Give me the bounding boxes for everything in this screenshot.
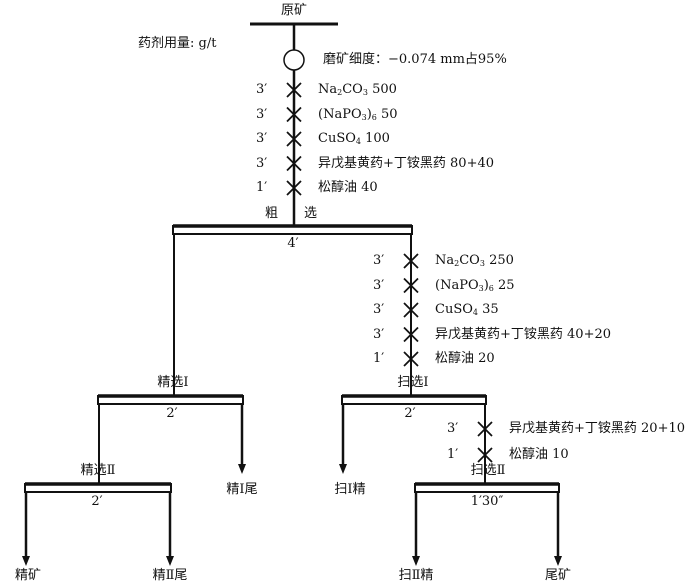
- reagent-time: 3′: [256, 82, 268, 97]
- reagent-dosage: 松醇油 40: [318, 180, 378, 195]
- reagent-addition-cross: [403, 277, 419, 294]
- reagent-time: 3′: [373, 253, 385, 268]
- reagent-time: 3′: [373, 302, 385, 317]
- reagent-dosage: 异戊基黄药+丁铵黑药 80+40: [318, 155, 495, 171]
- reagent-addition-cross: [286, 155, 302, 172]
- reagent-time: 3′: [256, 131, 268, 146]
- reagent-time: 3′: [447, 421, 459, 436]
- reagent-time: 3′: [373, 326, 385, 342]
- cleaner2-tail-label: 精Ⅱ尾: [152, 568, 188, 583]
- reagent-dosage: 异戊基黄药+丁铵黑药 20+10: [509, 421, 686, 436]
- reagent-addition-cross: [477, 447, 493, 463]
- rougher-time: 4′: [287, 236, 299, 251]
- reagent-dosage: CuSO4 35: [435, 302, 499, 317]
- cleaner1-time: 2′: [166, 406, 178, 421]
- concentrate-label: 精矿: [14, 568, 42, 583]
- reagent-time: 1′: [447, 447, 459, 462]
- scavenger2-label: 扫选Ⅱ: [470, 463, 506, 478]
- dosage-unit-label: 药剂用量: g/t: [138, 36, 217, 51]
- feed-label: 原矿: [280, 3, 308, 18]
- reagent-dosage: CuSO4 100: [318, 131, 390, 146]
- cleaner2-label: 精选Ⅱ: [80, 463, 116, 478]
- reagent-addition-cross: [286, 106, 302, 123]
- scavenger2-conc-label: 扫Ⅱ精: [398, 568, 434, 583]
- reagent-dosage: 松醇油 10: [509, 447, 569, 462]
- scavenger1-label: 扫选Ⅰ: [397, 375, 429, 390]
- reagent-dosage: Na2CO3 250: [435, 253, 514, 268]
- reagent-dosage: Na2CO3 500: [318, 82, 397, 97]
- reagent-addition-cross: [286, 131, 302, 147]
- grinding-fineness: 磨矿细度：−0.074 mm占95%: [323, 52, 507, 67]
- reagent-addition-cross: [403, 302, 419, 318]
- rougher-label-left: 粗: [265, 206, 279, 221]
- final-tailing-label: 尾矿: [544, 568, 572, 583]
- reagent-addition-cross: [286, 180, 302, 196]
- reagent-time: 3′: [256, 106, 268, 122]
- reagent-addition-cross: [286, 82, 302, 98]
- reagent-addition-cross: [403, 326, 419, 343]
- scavenger1-conc-label: 扫Ⅰ精: [334, 482, 366, 497]
- reagent-dosage: 松醇油 20: [435, 351, 495, 366]
- reagent-time: 1′: [256, 180, 268, 195]
- scavenger1-time: 2′: [404, 406, 416, 421]
- reagent-addition-cross: [403, 351, 419, 367]
- cleaner1-tail-label: 精Ⅰ尾: [226, 482, 258, 497]
- reagent-time: 3′: [256, 155, 268, 171]
- scavenger2-time: 1′30″: [470, 494, 504, 509]
- reagent-addition-cross: [403, 253, 419, 269]
- reagent-dosage: (NaPO3)6 50: [318, 106, 398, 122]
- reagent-addition-cross: [477, 421, 493, 437]
- cleaner1-label: 精选Ⅰ: [157, 375, 189, 390]
- grinding-circle: [283, 49, 305, 71]
- reagent-dosage: 异戊基黄药+丁铵黑药 40+20: [435, 326, 612, 342]
- cleaner2-time: 2′: [91, 494, 103, 509]
- reagent-time: 1′: [373, 351, 385, 366]
- reagent-dosage: (NaPO3)6 25: [435, 277, 515, 293]
- reagent-time: 3′: [373, 277, 385, 293]
- rougher-label-right: 选: [304, 206, 318, 221]
